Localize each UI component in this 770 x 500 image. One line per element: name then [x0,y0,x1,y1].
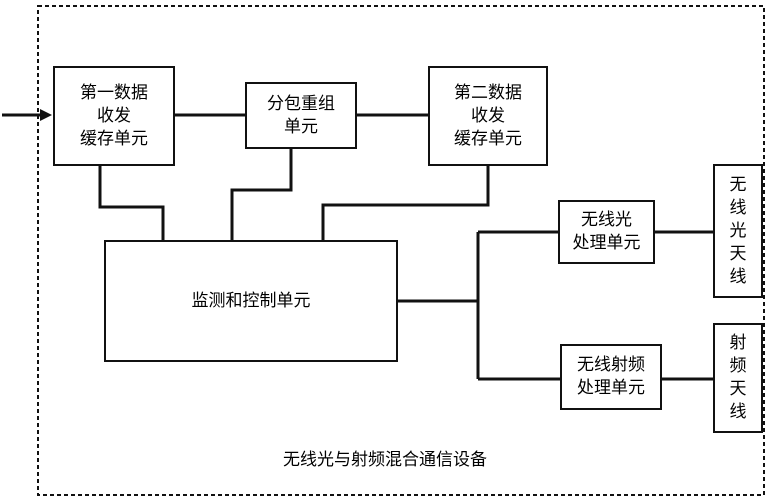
rf-processing-unit: 无线射频 处理单元 [560,344,662,410]
block-line: 收发 [471,105,505,126]
block-line: 监测和控制单元 [191,290,311,311]
monitor-control-unit: 监测和控制单元 [104,240,398,362]
antenna-char: 天 [729,243,747,264]
block-line: 无线光 [581,210,632,230]
antenna-char: 射 [729,333,747,353]
repack-unit: 分包重组 单元 [245,82,357,149]
optical-antenna: 无 线 光 天 线 [713,164,763,298]
block-line: 缓存单元 [454,128,522,149]
first-data-buffer-unit: 第一数据 收发 缓存单元 [53,66,175,166]
block-line: 处理单元 [572,233,641,253]
rf-antenna: 射 频 天 线 [713,323,763,433]
antenna-char: 线 [729,402,747,422]
device-caption: 无线光与射频混合通信设备 [283,450,487,470]
second-data-buffer-unit: 第二数据 收发 缓存单元 [428,66,548,166]
device-boundary [37,5,765,496]
antenna-char: 光 [729,220,747,241]
optical-processing-unit: 无线光 处理单元 [558,200,655,264]
block-line: 第二数据 [454,82,522,103]
antenna-char: 天 [729,379,747,399]
antenna-char: 无 [729,174,747,195]
antenna-char: 频 [729,356,747,376]
antenna-char: 线 [729,197,747,218]
block-line: 收发 [97,105,131,126]
block-line: 缓存单元 [80,128,148,149]
link-buffer1-monitor [98,166,165,240]
input-arrowhead [40,109,52,121]
block-line: 无线射频 [577,355,645,375]
block-line: 单元 [284,116,318,137]
block-line: 分包重组 [267,93,335,114]
link-repack-monitor [230,149,293,240]
block-line: 处理单元 [577,378,645,398]
antenna-char: 线 [729,266,747,287]
link-buffer2-monitor [321,166,490,240]
block-line: 第一数据 [80,82,148,103]
